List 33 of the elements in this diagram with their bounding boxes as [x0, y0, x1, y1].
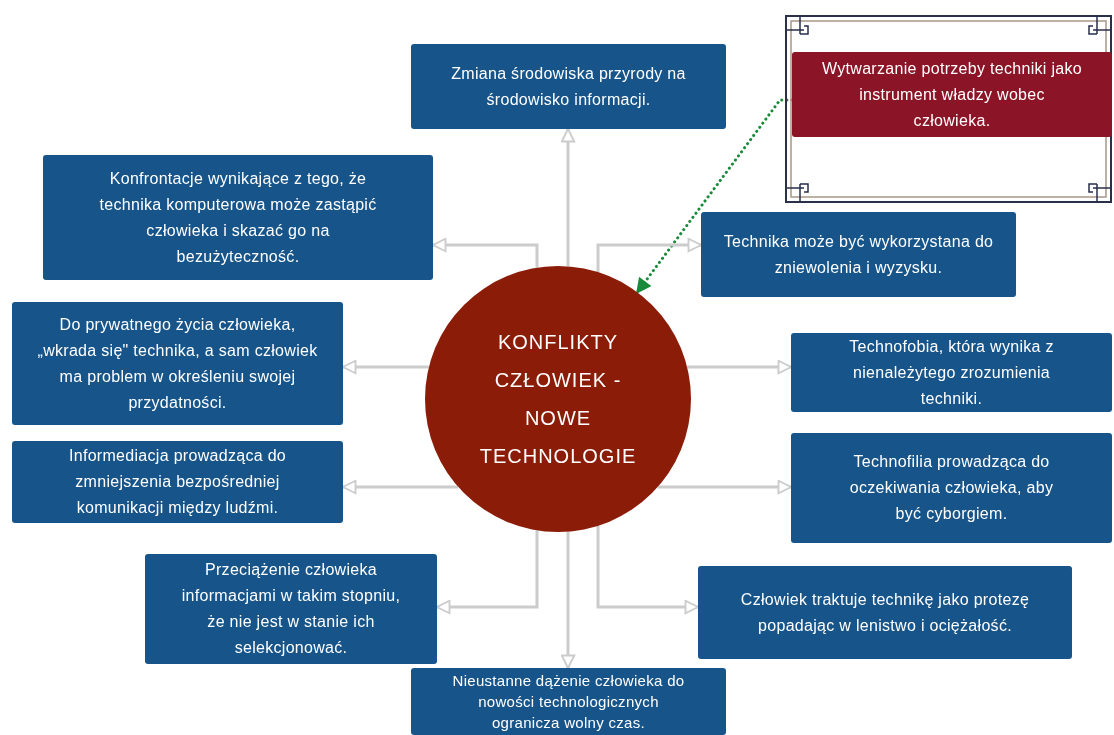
topic-box: [701, 212, 1016, 297]
topic-box: [791, 333, 1112, 412]
connector-arrow: [342, 479, 459, 495]
topic-box: [43, 155, 433, 280]
topic-box: [791, 433, 1112, 543]
connector-arrow: [560, 531, 576, 669]
topic-box: [12, 302, 343, 425]
topic-text: Konfrontacje wynikające z tego, że technika komputerowa może zastąpić człowieka i skazać go na bezużyteczność.: [98, 168, 378, 267]
topic-text: Przeciążenie człowieka informacjami w takim stopniu, że nie jest w stanie ich selekcjonować.: [180, 560, 402, 658]
topic-box: [411, 668, 726, 735]
connector-arrow: [436, 530, 539, 615]
highlighted-topic-box: [792, 52, 1112, 137]
topic-text: Technika może być wykorzystana do zniewolenia i wyzysku.: [722, 231, 995, 278]
central-topic-text: KONFLIKTY CZŁOWIEK - NOWE TECHNOLOGIE: [478, 330, 638, 469]
connector-arrow: [432, 237, 539, 268]
connector-arrow: [596, 237, 702, 273]
connector-arrow: [657, 479, 792, 495]
topic-text: Informediacja prowadząca do zmniejszenia bezpośredniej komunikacji między ludźmi.: [67, 446, 288, 518]
topic-box: [411, 44, 726, 129]
connector-arrow: [596, 525, 699, 615]
connector-arrow: [342, 359, 429, 375]
topic-text: Technofilia prowadząca do oczekiwania człowieka, aby być cyborgiem.: [848, 452, 1055, 524]
topic-text: Zmiana środowiska przyrody na środowisko informacji.: [450, 63, 687, 110]
topic-text: Człowiek traktuje technikę jako protezę popadając w lenistwo i ociężałość.: [739, 589, 1031, 636]
topic-text: Nieustanne dążenie człowieka do nowości technologicznych ogranicza wolny czas.: [451, 671, 686, 733]
topic-box: [145, 554, 437, 664]
connector-arrow: [687, 359, 792, 375]
topic-text: Technofobia, która wynika z nienależytego zrozumienia techniki.: [848, 336, 1055, 409]
topic-text: Wytwarzanie potrzeby techniki jako instrument władzy wobec człowieka.: [821, 58, 1083, 131]
topic-box: [12, 441, 343, 523]
topic-box: [698, 566, 1072, 659]
connector-arrow: [560, 128, 576, 267]
topic-text: Do prywatnego życia człowieka, „wkrada się" technika, a sam człowiek ma problem w określeniu swojej przydatności.: [36, 314, 319, 413]
